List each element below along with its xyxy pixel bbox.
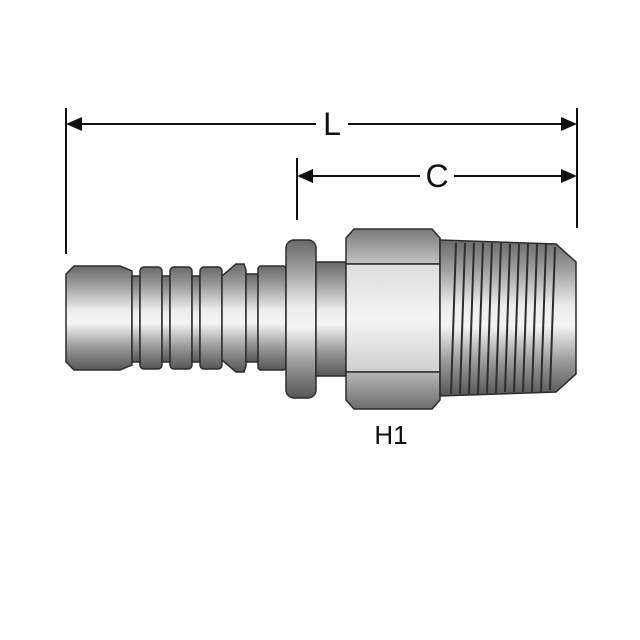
hex-nut-middle-face <box>345 263 441 373</box>
barb-ring-2 <box>169 266 193 370</box>
hex-nut-bottom-face <box>345 371 441 410</box>
barb-gap-1 <box>131 275 141 363</box>
dimension-lines <box>65 108 578 254</box>
dimension-label-l: L <box>323 106 341 142</box>
stem-shoulder <box>257 265 287 371</box>
arrowhead-l-left <box>66 117 82 131</box>
flange-neck <box>315 261 347 377</box>
arrowhead-c-right <box>561 169 577 183</box>
fitting-body <box>65 228 577 410</box>
arrowhead-l-right <box>561 117 577 131</box>
barb-ring-1 <box>139 266 163 370</box>
barb-gap-3 <box>191 275 201 363</box>
barb-ring-3 <box>199 266 223 370</box>
arrowhead-c-left <box>297 169 313 183</box>
stem-neck <box>245 273 259 363</box>
hose-barb-tip <box>65 265 133 371</box>
thread-lines <box>450 242 556 395</box>
dimension-arrows <box>66 117 577 183</box>
hex-nut-top-face <box>345 228 441 265</box>
flange-collar <box>285 239 317 399</box>
dimension-label-c: C <box>425 158 448 194</box>
hex-size-label: H1 <box>374 420 407 450</box>
barb-gap-2 <box>161 275 171 363</box>
barb-cone <box>221 263 247 373</box>
